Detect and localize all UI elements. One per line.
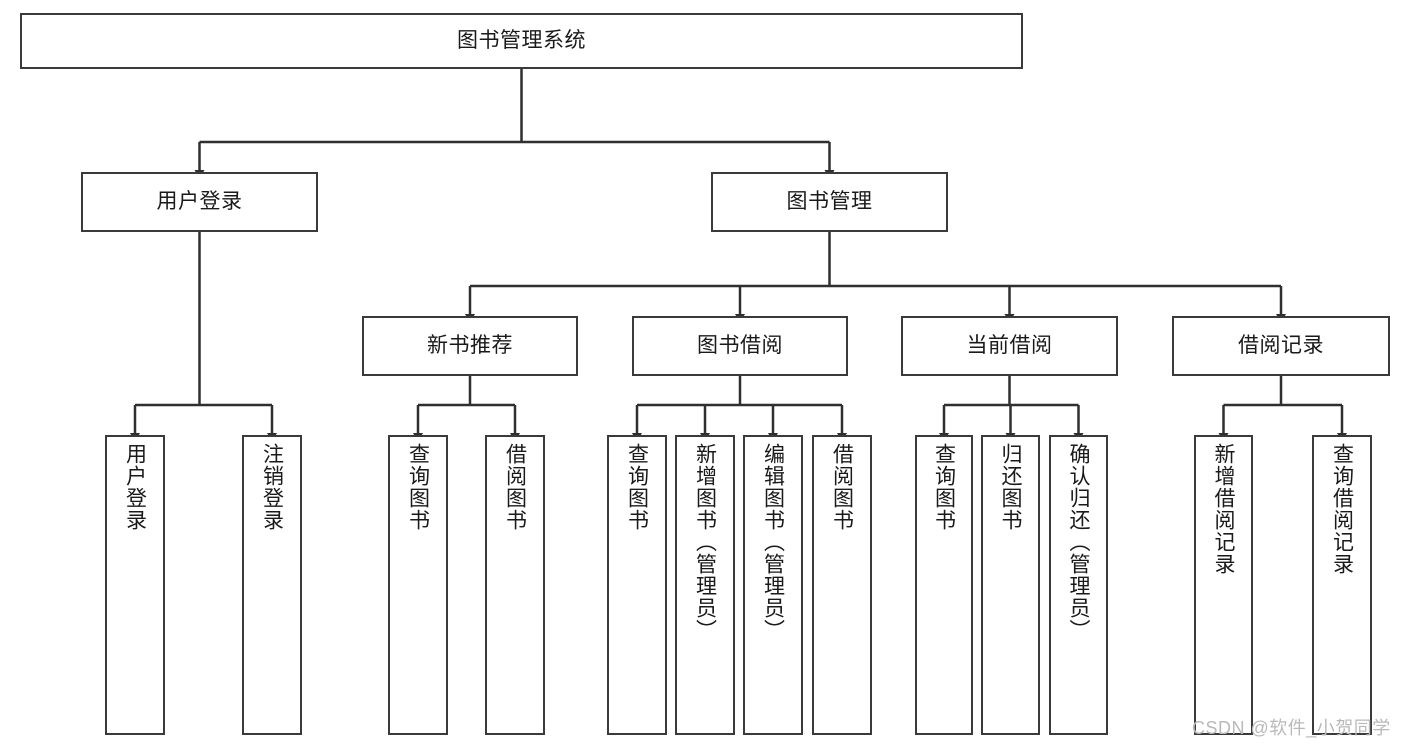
node-label: 编辑图书（管理员） (761, 443, 785, 641)
node-leaf-records-1[interactable]: 新增借阅记录 (1194, 435, 1253, 735)
connector-trunk-newrec (418, 376, 515, 407)
node-label: 查询借阅记录 (1330, 443, 1354, 575)
node-label: 借阅图书 (830, 443, 854, 531)
connector-trunk-current (944, 376, 1079, 407)
node-login[interactable]: 用户登录 (81, 172, 318, 232)
node-leaf-login-1[interactable]: 用户登录 (105, 435, 165, 735)
node-current[interactable]: 当前借阅 (901, 316, 1118, 376)
node-label: 用户登录 (123, 443, 147, 531)
connector-trunk-records (1223, 376, 1342, 407)
node-label: 新书推荐 (427, 333, 513, 357)
node-leaf-login-2[interactable]: 注销登录 (242, 435, 302, 735)
node-leaf-newrec-2[interactable]: 借阅图书 (485, 435, 545, 735)
node-label: 图书借阅 (697, 333, 783, 357)
node-label: 当前借阅 (966, 333, 1053, 357)
node-label: 借阅记录 (1238, 333, 1324, 357)
node-bookmgmt[interactable]: 图书管理 (711, 172, 948, 232)
node-label: 查询图书 (932, 443, 956, 531)
node-root[interactable]: 图书管理系统 (20, 13, 1023, 69)
node-label: 图书管理系统 (457, 28, 586, 52)
node-leaf-records-2[interactable]: 查询借阅记录 (1312, 435, 1372, 735)
connector-trunk-bookmgmt (470, 232, 1281, 288)
node-newrec[interactable]: 新书推荐 (362, 316, 578, 376)
connector-trunk-borrow (637, 376, 842, 407)
node-label: 借阅图书 (503, 443, 527, 531)
node-leaf-borrow-4[interactable]: 借阅图书 (812, 435, 872, 735)
node-label: 查询图书 (625, 443, 649, 531)
node-borrow[interactable]: 图书借阅 (632, 316, 848, 376)
node-leaf-current-3[interactable]: 确认归还（管理员） (1049, 435, 1108, 735)
node-label: 归还图书 (999, 443, 1022, 531)
node-records[interactable]: 借阅记录 (1172, 316, 1390, 376)
node-label: 注销登录 (260, 443, 284, 531)
node-label: 确认归还（管理员） (1067, 443, 1090, 641)
node-label: 图书管理 (786, 189, 873, 213)
node-leaf-borrow-2[interactable]: 新增图书（管理员） (675, 435, 735, 735)
node-leaf-current-2[interactable]: 归还图书 (981, 435, 1040, 735)
node-label: 新增图书（管理员） (693, 443, 717, 641)
node-label: 查询图书 (406, 443, 430, 531)
node-label: 新增借阅记录 (1212, 443, 1235, 575)
node-label: 用户登录 (156, 189, 243, 213)
csdn-watermark: CSDN @软件_小贺同学 (1192, 718, 1391, 738)
node-leaf-current-1[interactable]: 查询图书 (915, 435, 973, 735)
node-leaf-borrow-3[interactable]: 编辑图书（管理员） (743, 435, 803, 735)
node-leaf-borrow-1[interactable]: 查询图书 (607, 435, 667, 735)
node-leaf-newrec-1[interactable]: 查询图书 (388, 435, 448, 735)
connector-trunk-login (135, 232, 272, 407)
connector-trunk-root (199, 69, 830, 144)
